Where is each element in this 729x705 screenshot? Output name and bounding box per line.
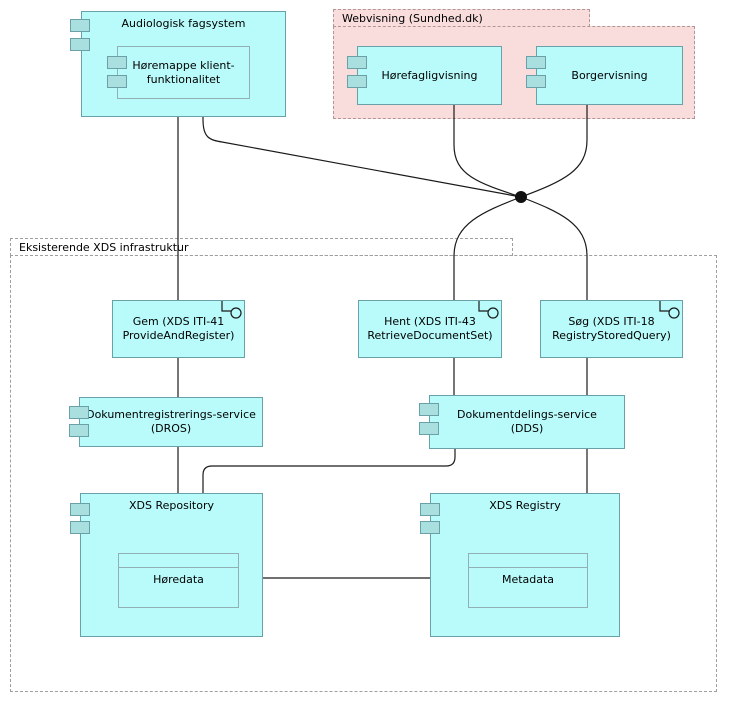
artifact-metadata: Metadata (468, 553, 588, 608)
artifact-header (469, 554, 587, 568)
component-icon (107, 75, 127, 88)
component-borgervisning: Borgervisning (536, 46, 683, 105)
artifact-label: Høredata (153, 573, 204, 586)
interface-label-line2: RegistryStoredQuery) (552, 329, 671, 342)
interface-hent-iti43: Hent (XDS ITI-43 RetrieveDocumentSet) (358, 300, 502, 358)
component-icon (347, 56, 367, 69)
component-xds-repository: XDS Repository Høredata (80, 493, 263, 637)
component-icon (70, 38, 90, 51)
component-label-line1: Dokumentregistrerings-service (86, 408, 256, 421)
component-label: Borgervisning (571, 68, 648, 82)
component-icon (419, 422, 439, 435)
component-icon (107, 56, 127, 69)
component-label: XDS Repository (129, 499, 214, 512)
package-xds-body (10, 255, 717, 692)
component-icon (420, 503, 440, 516)
component-horemappe-klientfunktionalitet: Høremappe klient- funktionalitet (117, 46, 250, 99)
component-icon (526, 75, 546, 88)
artifact-header (119, 554, 238, 568)
component-label-line1: Høremappe klient- (132, 58, 235, 72)
component-label-line2: (DDS) (510, 422, 544, 435)
component-label: Audiologisk fagsystem (121, 17, 246, 30)
component-icon (70, 503, 90, 516)
component-xds-registry: XDS Registry Metadata (430, 493, 620, 637)
interface-sog-iti18: Søg (XDS ITI-18 RegistryStoredQuery) (540, 300, 683, 358)
component-label-line1: Dokumentdelings-service (457, 408, 597, 421)
component-icon (347, 75, 367, 88)
component-dds: Dokumentdelings-service (DDS) (429, 395, 625, 449)
artifact-horedata: Høredata (118, 553, 239, 608)
component-icon (420, 521, 440, 534)
component-label: Hørefagligvisning (381, 68, 478, 82)
component-icon (69, 406, 89, 419)
component-icon (70, 19, 90, 32)
artifact-label: Metadata (501, 573, 555, 586)
component-label-line2: funktionalitet (146, 72, 221, 86)
interface-label-line1: Gem (XDS ITI-41 (132, 315, 225, 328)
package-webvisning-label: Webvisning (Sundhed.dk) (342, 11, 483, 25)
provided-interface-icon (221, 301, 242, 319)
interface-label-line1: Søg (XDS ITI-18 (568, 315, 655, 328)
component-dros: Dokumentregistrerings-service (DROS) (79, 397, 263, 447)
component-label: XDS Registry (489, 499, 561, 512)
package-xds-label: Eksisterende XDS infrastruktur (19, 240, 189, 254)
component-icon (70, 521, 90, 534)
component-icon (526, 56, 546, 69)
component-label-line2: (DROS) (150, 422, 192, 435)
provided-interface-icon (478, 301, 499, 319)
interface-label-line1: Hent (XDS ITI-43 (384, 315, 476, 328)
interface-label-line2: RetrieveDocumentSet) (367, 329, 493, 342)
interface-gem-iti41: Gem (XDS ITI-41 ProvideAndRegister) (112, 300, 245, 358)
component-horefagligvisning: Hørefagligvisning (357, 46, 502, 105)
component-icon (69, 424, 89, 437)
interface-label-line2: ProvideAndRegister) (122, 329, 235, 342)
component-icon (419, 403, 439, 416)
provided-interface-icon (659, 301, 680, 319)
